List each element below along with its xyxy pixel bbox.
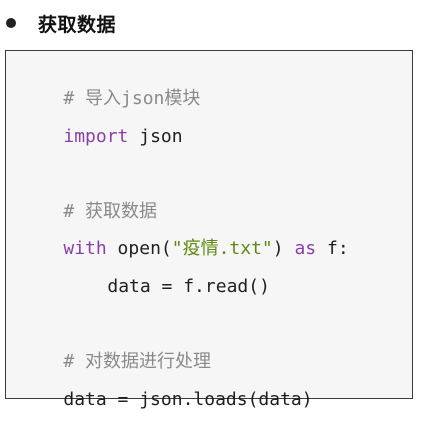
- bullet-icon: [6, 18, 16, 28]
- code-comment: # 获取数据: [63, 201, 158, 222]
- code-keyword-as: as: [283, 238, 317, 259]
- code-string: "疫情.txt": [171, 238, 273, 259]
- code-text: f:: [316, 238, 349, 259]
- code-text: ): [272, 238, 284, 259]
- code-comment: # 导入json模块: [63, 88, 201, 109]
- code-keyword-import: import: [63, 126, 129, 147]
- section-heading: 获取数据: [38, 13, 117, 36]
- section-heading-row: 获取数据: [6, 8, 116, 38]
- code-text: open(: [106, 238, 172, 259]
- code-line-comment-process: # 对数据进行处理: [20, 323, 211, 372]
- code-text: data = f.read(): [107, 276, 270, 297]
- code-text: json: [128, 126, 183, 147]
- code-line-read: data = f.read(): [20, 248, 270, 297]
- code-line-comment-import: # 导入json模块: [20, 60, 200, 109]
- code-text: data = json.loads(data): [63, 389, 313, 410]
- code-comment: # 对数据进行处理: [63, 351, 212, 372]
- code-keyword-with: with: [63, 238, 107, 259]
- code-line-import: import json: [20, 98, 182, 147]
- code-line-with-open: with open("疫情.txt") as f:: [20, 210, 348, 259]
- code-block: # 导入json模块 import json # 获取数据 with open(…: [5, 50, 413, 410]
- code-line-comment-fetch: # 获取数据: [20, 173, 157, 222]
- code-line-json-loads: data = json.loads(data): [20, 361, 312, 410]
